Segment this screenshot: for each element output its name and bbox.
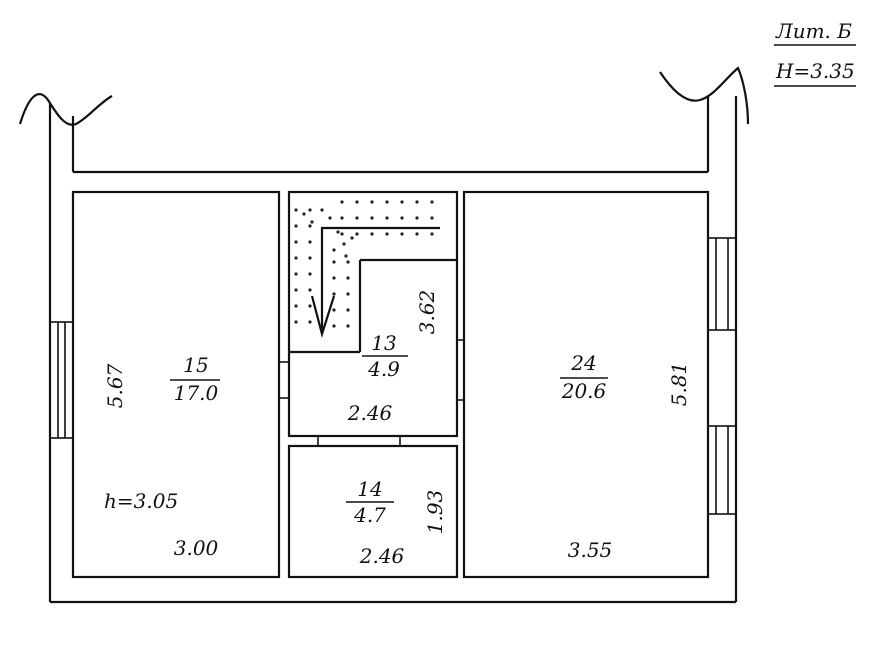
room-14-area: 4.7 [353, 503, 386, 527]
stair-dot [340, 200, 344, 204]
room-24-dim-bottom: 3.55 [568, 538, 613, 562]
stair-dot [294, 272, 298, 276]
stair-dot [355, 216, 359, 220]
window-right-top [707, 237, 737, 331]
room-13-outline [287, 190, 459, 438]
room-24: 24 20.6 5.81 3.55 [462, 190, 710, 579]
stair-dot [400, 216, 404, 220]
room-13-dim-side: 3.62 [415, 290, 439, 335]
stair-dot [294, 240, 298, 244]
stair-dot [430, 216, 434, 220]
stair-dot [346, 292, 350, 296]
room-14-outline [287, 444, 459, 579]
stair-dot [308, 320, 312, 324]
stair-dot [332, 292, 336, 296]
stair-dot [332, 260, 336, 264]
break-mark-right [659, 66, 750, 125]
room-24-dim-side: 5.81 [667, 362, 691, 407]
room-15-number: 15 [183, 353, 208, 377]
stair-dot [385, 200, 389, 204]
stair-dot [294, 288, 298, 292]
stair-dot [332, 308, 336, 312]
stair-dot [294, 256, 298, 260]
building-height: H=3.35 [775, 59, 855, 83]
stair-dot [294, 320, 298, 324]
stair-dot [294, 224, 298, 228]
stair-dot [355, 200, 359, 204]
stair-dot [310, 220, 314, 224]
stair-dot [308, 272, 312, 276]
room-15-dim-bottom: 3.00 [174, 536, 219, 560]
stair-dot [430, 232, 434, 236]
room-15-outline [71, 190, 281, 579]
stair-dot [308, 256, 312, 260]
stair-dot [344, 254, 348, 258]
stair-dot [346, 324, 350, 328]
stair-dot [328, 216, 332, 220]
stair-dot [340, 232, 344, 236]
room-14: 14 4.7 1.93 2.46 [287, 444, 459, 579]
stair-dot [370, 200, 374, 204]
stair-dot [355, 232, 359, 236]
stair-dot [308, 304, 312, 308]
stair-dot [415, 200, 419, 204]
stair-arrow-head [310, 295, 336, 338]
room-13-dim-bottom: 2.46 [347, 401, 393, 425]
room-13-area: 4.9 [367, 357, 400, 381]
stair-dot [430, 200, 434, 204]
room-15: 15 17.0 5.67 h=3.05 3.00 [71, 190, 281, 579]
stair-dots [294, 200, 434, 328]
window-left [49, 321, 74, 439]
stair-dot [350, 236, 354, 240]
plan-header: Лит. Б H=3.35 [774, 19, 856, 87]
room-14-dim-side: 1.93 [423, 490, 447, 535]
stair-dot [332, 324, 336, 328]
stair-dot [370, 232, 374, 236]
stair-dot [385, 216, 389, 220]
stair-arrow-path [320, 226, 440, 334]
room-15-ceiling: h=3.05 [104, 489, 178, 513]
room-24-area: 20.6 [561, 379, 607, 403]
stair-dot [302, 212, 306, 216]
room-14-number: 14 [357, 477, 382, 501]
window-right-bottom [707, 425, 737, 515]
stair-dot [346, 260, 350, 264]
stair-dot [346, 276, 350, 280]
stair-dot [294, 208, 298, 212]
room-15-area: 17.0 [174, 381, 219, 405]
lit-label: Лит. Б [775, 19, 852, 43]
room-24-number: 24 [570, 351, 596, 375]
stair-dot [308, 208, 312, 212]
room-24-outline [462, 190, 710, 579]
stair-dot [340, 216, 344, 220]
stair-dot [415, 232, 419, 236]
stair-dot [415, 216, 419, 220]
room-13: 13 4.9 3.62 2.46 [280, 190, 464, 438]
stair-dot [308, 224, 312, 228]
stair-dot [400, 200, 404, 204]
room-14-dim-bottom: 2.46 [359, 544, 405, 568]
stair-dot [294, 304, 298, 308]
room-15-dim-side: 5.67 [103, 363, 127, 408]
stair-dot [336, 230, 340, 234]
stair-dot [308, 288, 312, 292]
door-13-14 [317, 436, 401, 446]
stair-dot [346, 308, 350, 312]
stair-dot [332, 248, 336, 252]
room-13-number: 13 [371, 331, 396, 355]
stair-dot [332, 276, 336, 280]
break-mark-left [18, 93, 113, 126]
stair-dot [400, 232, 404, 236]
stair-dot [320, 208, 324, 212]
stair-dot [308, 240, 312, 244]
stair-dot [370, 216, 374, 220]
stair-dot [385, 232, 389, 236]
stair-dot [342, 242, 346, 246]
